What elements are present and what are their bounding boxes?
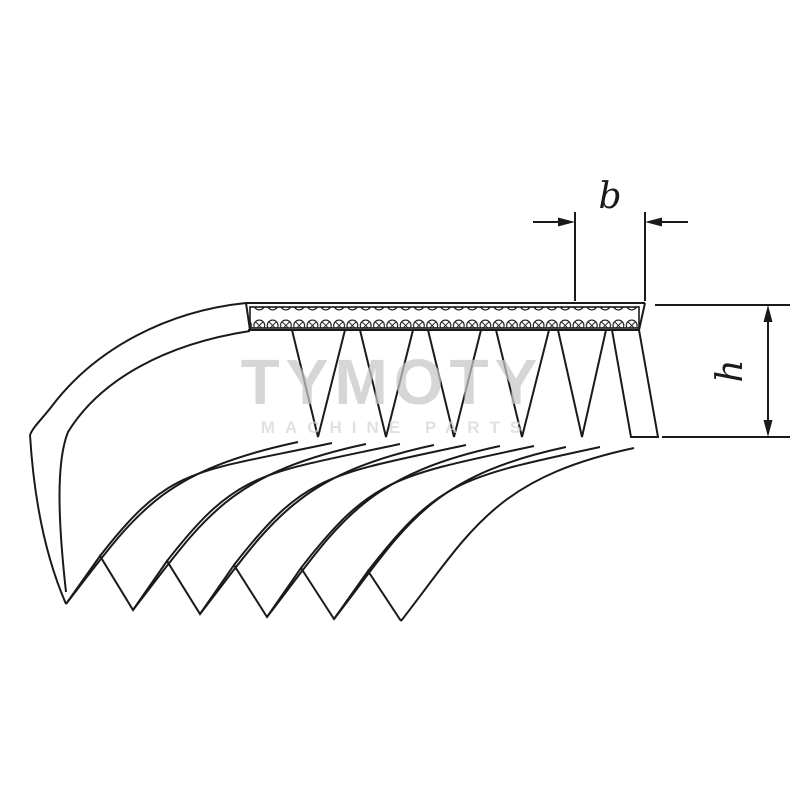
rib-curve	[367, 446, 601, 572]
dimension-b	[533, 212, 688, 301]
belt-inner-curve	[58, 330, 251, 593]
front-rib	[495, 329, 550, 438]
belt-band-left-edge	[245, 302, 251, 331]
belt-drawing	[29, 302, 660, 622]
dimension-h-label: h	[710, 359, 751, 382]
rib-curve	[266, 445, 501, 618]
dim-h-arrowhead-top	[763, 305, 773, 322]
watermark-title: TYMOTY	[241, 346, 544, 418]
dim-b-arrowhead-left	[558, 217, 575, 227]
rib-curve	[99, 442, 333, 557]
belt-outer-curve	[29, 302, 247, 436]
rib-curve	[166, 443, 401, 562]
rib-curve	[233, 444, 467, 566]
front-rib	[427, 329, 482, 438]
rib-curve	[132, 443, 367, 611]
front-rib	[557, 329, 607, 438]
dimension-b-label: b	[598, 176, 621, 217]
watermark: TYMOTY MACHINE PARTS	[241, 346, 544, 437]
bottom-teeth-zigzag	[65, 554, 402, 622]
rib-curve	[333, 446, 567, 620]
dimension-h	[655, 304, 790, 438]
rib-curve	[65, 441, 299, 605]
dim-h-arrowhead-bottom	[763, 420, 773, 437]
watermark-subtitle: MACHINE PARTS	[261, 418, 531, 437]
rib-curve	[400, 447, 635, 622]
rib-curve	[300, 445, 535, 569]
front-rib	[291, 329, 346, 438]
dim-b-arrowhead-right	[645, 217, 662, 227]
belt-band-right-edge	[638, 302, 646, 331]
rib-curve	[199, 444, 435, 615]
belt-hatch-band	[249, 306, 640, 329]
front-rib	[359, 329, 414, 438]
belt-end-face	[611, 329, 660, 438]
belt-left-edge	[29, 434, 67, 605]
